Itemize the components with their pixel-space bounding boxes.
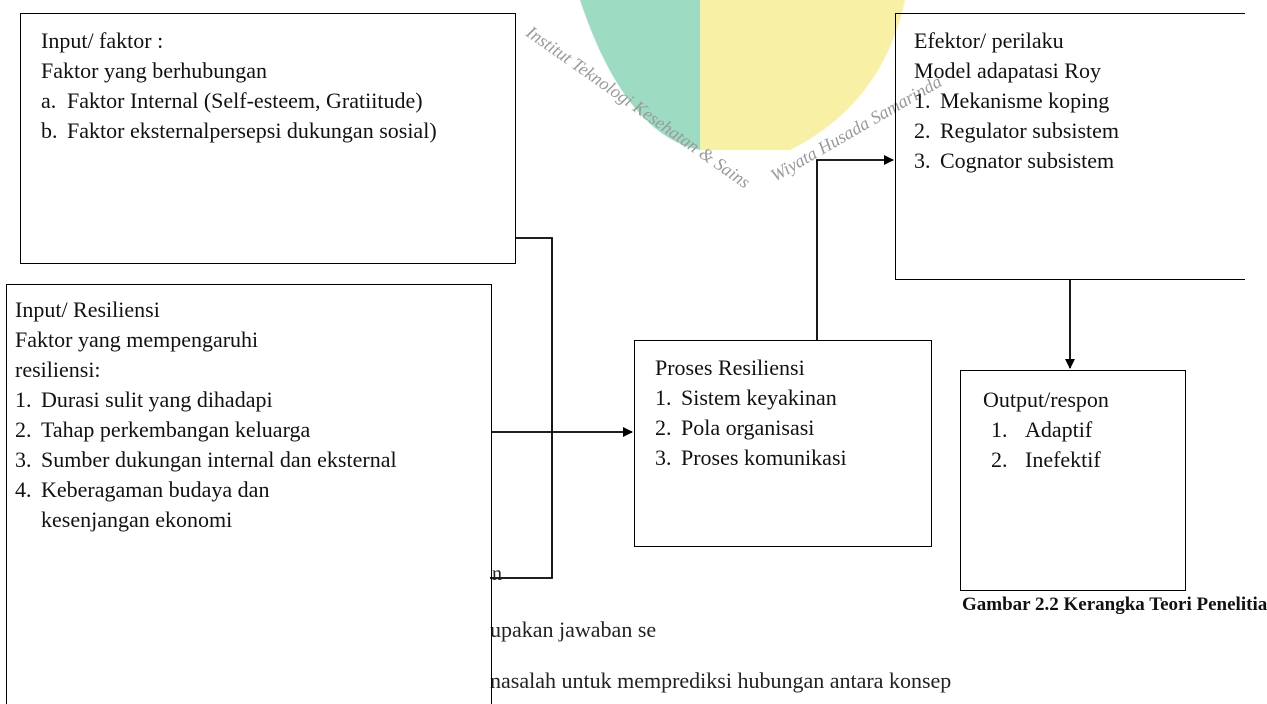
line-faktor-to-bus <box>490 237 553 579</box>
box-resiliensi-title: Input/ Resiliensi <box>15 297 160 322</box>
box-faktor-list: a. Faktor Internal (Self-esteem, Gratiit… <box>41 86 501 146</box>
list-item: a. Faktor Internal (Self-esteem, Gratiit… <box>41 88 423 113</box>
list-item: 2. Pola organisasi <box>655 415 815 440</box>
box-efektor-perilaku: Efektor/ perilaku Model adapatasi Roy 1.… <box>895 13 1245 280</box>
list-item: 4. Keberagaman budaya dan kesenjangan ek… <box>15 477 270 532</box>
list-item: b. Faktor eksternalpersepsi dukungan sos… <box>41 118 437 143</box>
box-proses-title: Proses Resiliensi <box>655 355 805 380</box>
background-text-line-2: nasalah untuk memprediksi hubungan antar… <box>490 668 952 693</box>
box-output-respon: Output/respon 1. Adaptif 2. Inefektif <box>960 370 1186 591</box>
box-input-faktor: Input/ faktor : Faktor yang berhubungan … <box>20 13 516 264</box>
arrow-proses-to-efektor <box>816 155 894 340</box>
box-efektor-subtitle: Model adapatasi Roy <box>914 58 1101 83</box>
box-resiliensi-subtitle: Faktor yang mempengaruhi resiliensi: <box>15 327 259 382</box>
box-proses-list: 1. Sistem keyakinan 2. Pola organisasi 3… <box>655 383 921 473</box>
list-item: 3. Sumber dukungan internal dan eksterna… <box>15 447 397 472</box>
list-item: 1. Durasi sulit yang dihadapi <box>15 387 273 412</box>
background-text-stray: n <box>492 563 502 585</box>
list-item: 2. Inefektif <box>991 447 1101 472</box>
box-output-list: 1. Adaptif 2. Inefektif <box>983 415 1175 475</box>
box-resiliensi-list: 1. Durasi sulit yang dihadapi 2. Tahap p… <box>15 385 477 535</box>
background-text-line-1: upakan jawaban se <box>490 617 657 642</box>
list-item: 1. Mekanisme koping <box>914 88 1110 113</box>
list-item: 3. Proses komunikasi <box>655 445 847 470</box>
box-proses-resiliensi: Proses Resiliensi 1. Sistem keyakinan 2.… <box>634 340 932 547</box>
list-item: 2. Tahap perkembangan keluarga <box>15 417 311 442</box>
list-item: 2. Regulator subsistem <box>914 118 1120 143</box>
list-item: 3. Cognator subsistem <box>914 148 1115 173</box>
list-item: 1. Sistem keyakinan <box>655 385 837 410</box>
box-input-resiliensi: Input/ Resiliensi Faktor yang mempengaru… <box>6 284 492 704</box>
connector-lines <box>490 155 1075 579</box>
list-item: 1. Adaptif <box>991 417 1093 442</box>
box-efektor-title: Efektor/ perilaku <box>914 28 1064 53</box>
box-faktor-subtitle: Faktor yang berhubungan <box>41 58 268 83</box>
box-faktor-title: Input/ faktor : <box>41 28 164 53</box>
box-efektor-list: 1. Mekanisme koping 2. Regulator subsist… <box>914 86 1235 176</box>
box-output-title: Output/respon <box>983 387 1109 412</box>
figure-caption: Gambar 2.2 Kerangka Teori Penelitia <box>962 594 1267 615</box>
